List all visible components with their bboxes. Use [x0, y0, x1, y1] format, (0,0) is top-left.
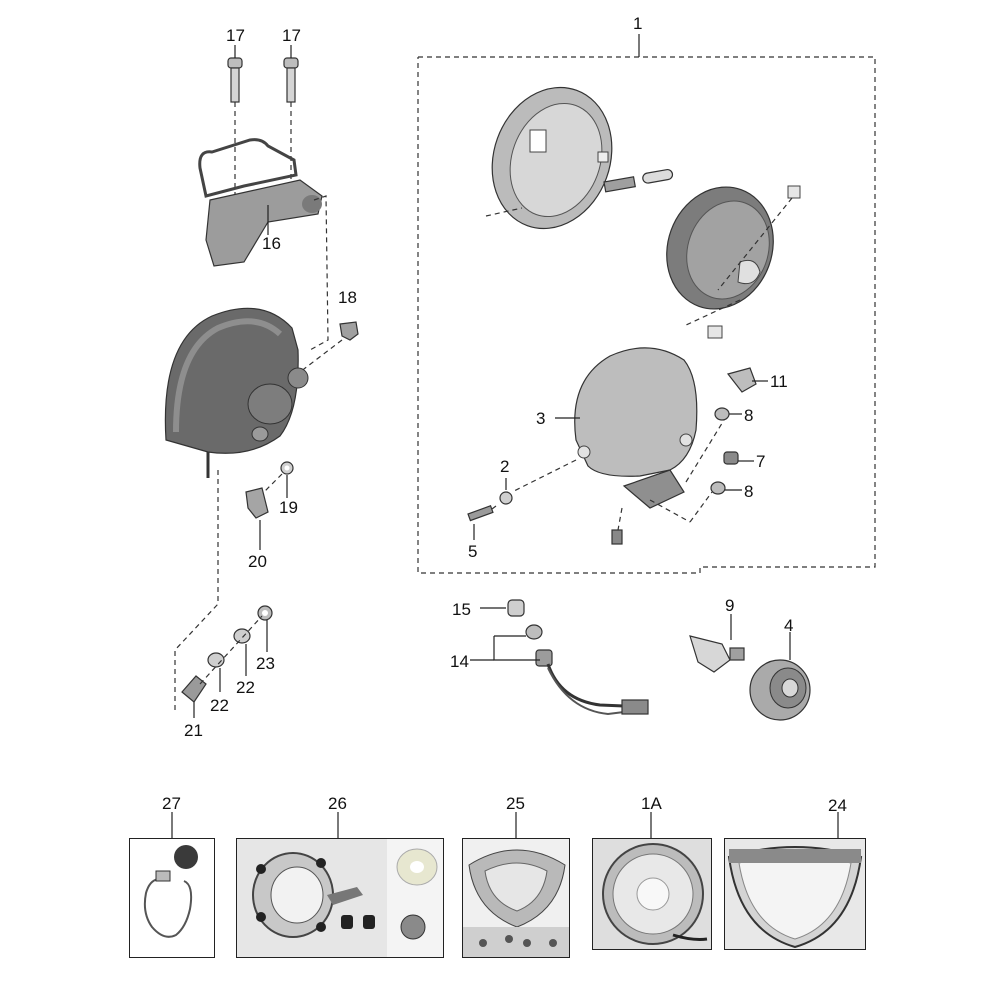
- adjuster-spring: [603, 168, 674, 193]
- callout-22-upper: 22: [236, 678, 255, 697]
- washer-19: [280, 461, 294, 475]
- callout-9: 9: [725, 596, 735, 615]
- callout-7: 7: [756, 452, 766, 471]
- callout-16: 16: [262, 234, 281, 253]
- dust-boot-4: [749, 659, 811, 721]
- photo-box-26: [236, 838, 444, 958]
- reflector-housing: [666, 185, 801, 339]
- bolt-17-left: [227, 57, 243, 220]
- headlight-shell-left: [164, 307, 309, 478]
- callout-8-upper: 8: [744, 406, 754, 425]
- callout-19: 19: [279, 498, 298, 517]
- callout-21: 21: [184, 721, 203, 740]
- callout-1a: 1A: [641, 794, 662, 813]
- callout-17-right: 17: [282, 26, 301, 45]
- callout-14: 14: [450, 652, 469, 671]
- bolt-21: [181, 675, 207, 703]
- washer-2: [499, 491, 513, 505]
- callout-5: 5: [468, 542, 478, 561]
- photo-box-1a: [592, 838, 712, 950]
- bracket-16: [198, 138, 323, 267]
- callout-23: 23: [256, 654, 275, 673]
- nut-23: [257, 605, 273, 621]
- callout-26: 26: [328, 794, 347, 813]
- nut-7: [723, 451, 739, 465]
- nut-8-lower: [710, 481, 726, 495]
- callout-27: 27: [162, 794, 181, 813]
- callout-15: 15: [452, 600, 471, 619]
- photo-box-24: [724, 838, 866, 950]
- callout-11: 11: [770, 372, 788, 391]
- clip-11: [726, 367, 757, 393]
- clip-20: [245, 487, 269, 519]
- headlight-lens-icon: [602, 843, 708, 945]
- reflector-icon: [463, 849, 569, 957]
- chrome-rim-icon: [727, 846, 863, 949]
- photo-box-25: [462, 838, 570, 958]
- callout-20: 20: [248, 552, 267, 571]
- bulb-9: [689, 635, 745, 673]
- headlight-bowl-3: [574, 347, 698, 509]
- headlight-rim: [491, 86, 613, 230]
- photo-box-27: [129, 838, 215, 958]
- washer-22-upper: [233, 628, 251, 644]
- nut-8-upper: [714, 407, 730, 421]
- screw-5: [467, 505, 494, 522]
- callout-8-lower: 8: [744, 482, 754, 501]
- screw-lower: [611, 529, 623, 545]
- washer-22-lower: [207, 652, 225, 668]
- callout-4: 4: [784, 616, 794, 635]
- callout-3: 3: [536, 409, 546, 428]
- bulb-15: [507, 599, 525, 617]
- callout-25: 25: [506, 794, 525, 813]
- callout-17-left: 17: [226, 26, 245, 45]
- callout-22-lower: 22: [210, 696, 229, 715]
- callout-18: 18: [338, 288, 357, 307]
- callout-2: 2: [500, 457, 510, 476]
- socket-harness-14: [525, 624, 649, 716]
- assembly-1-boundary: [417, 34, 876, 574]
- mounting-ring-kit-icon: [252, 839, 443, 957]
- wiring-harness-icon: [143, 845, 198, 938]
- callout-1: 1: [633, 14, 643, 33]
- callout-24: 24: [828, 796, 847, 815]
- part-18: [339, 321, 359, 341]
